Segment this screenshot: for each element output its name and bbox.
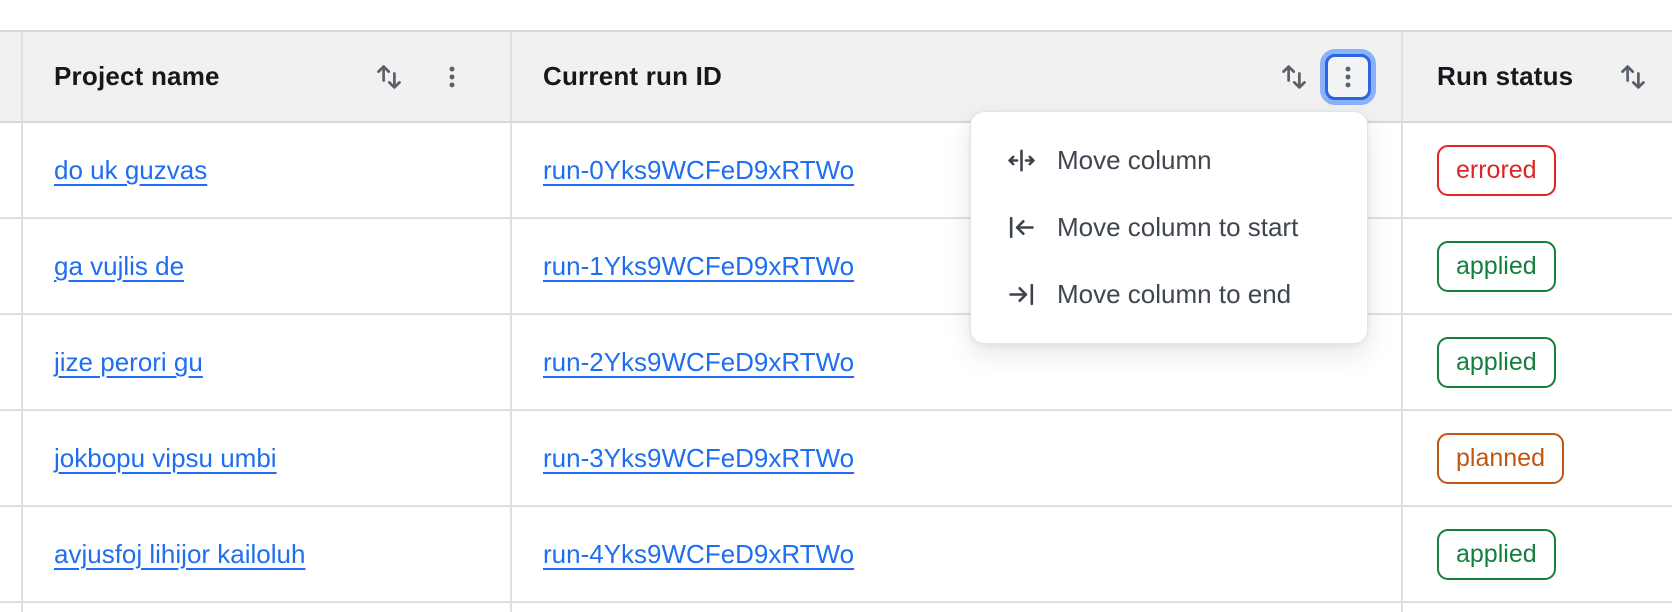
gutter-cell <box>0 315 23 411</box>
table-row: avjusfoj lihijor kailoluh <box>23 507 512 603</box>
menu-item-label: Move column to start <box>1057 212 1299 242</box>
gutter-cell <box>0 603 23 612</box>
table-row: applied <box>1403 315 1672 411</box>
gutter-cell <box>0 411 23 507</box>
table-row: applied <box>1403 507 1672 603</box>
status-badge: errored <box>1437 144 1556 196</box>
project-link[interactable]: ga vujlis de <box>54 250 185 281</box>
table-row: do uk guzvas <box>23 123 512 219</box>
table-row: applied <box>1403 219 1672 315</box>
move-column-icon <box>1006 145 1037 176</box>
run-id-link[interactable]: run-3Yks9WCFeD9xRTWo <box>543 442 855 473</box>
column-menu-button-active[interactable] <box>1325 53 1371 100</box>
move-column-to-end-icon <box>1006 279 1037 310</box>
status-badge: applied <box>1437 336 1556 388</box>
menu-item-label: Move column to end <box>1057 279 1292 309</box>
column-header-label: Run status <box>1437 61 1574 91</box>
status-badge: applied <box>1437 528 1556 580</box>
run-id-link[interactable]: run-0Yks9WCFeD9xRTWo <box>543 154 855 185</box>
table-row: run-3Yks9WCFeD9xRTWo <box>512 411 1403 507</box>
project-link[interactable]: jokbopu vipsu umbi <box>54 442 277 473</box>
gutter-header-cell <box>0 32 23 123</box>
table-row: errored <box>1403 123 1672 219</box>
column-header-project-name: Project name <box>23 32 512 123</box>
status-badge: applied <box>1437 240 1556 292</box>
column-menu-button[interactable] <box>430 55 474 99</box>
gutter-cell <box>0 507 23 603</box>
column-options-menu: Move column Move column to start Move co… <box>970 111 1368 344</box>
run-id-link[interactable]: run-2Yks9WCFeD9xRTWo <box>543 346 855 377</box>
project-link[interactable]: avjusfoj lihijor kailoluh <box>54 538 306 569</box>
gutter-cell <box>0 123 23 219</box>
menu-item-move-column-to-end[interactable]: Move column to end <box>971 261 1367 328</box>
table-row-partial <box>23 603 512 612</box>
column-header-current-run-id: Current run ID <box>512 32 1403 123</box>
table-row-partial <box>512 603 1403 612</box>
column-header-label: Current run ID <box>543 61 723 91</box>
table-row: run-4Yks9WCFeD9xRTWo <box>512 507 1403 603</box>
table-row: planned <box>1403 411 1672 507</box>
sort-arrows-icon[interactable] <box>1616 60 1650 94</box>
run-id-link[interactable]: run-1Yks9WCFeD9xRTWo <box>543 250 855 281</box>
project-link[interactable]: do uk guzvas <box>54 154 208 185</box>
project-link[interactable]: jize perori gu <box>54 346 203 377</box>
sort-arrows-icon[interactable] <box>372 60 406 94</box>
menu-item-move-column[interactable]: Move column <box>971 127 1367 194</box>
projects-table: Project name Current run ID Run status <box>0 30 1672 612</box>
table-row-partial <box>1403 603 1672 612</box>
sort-arrows-icon[interactable] <box>1277 60 1311 94</box>
column-header-run-status: Run status <box>1403 32 1672 123</box>
column-header-label: Project name <box>54 61 220 91</box>
table-row: jize perori gu <box>23 315 512 411</box>
table-row: jokbopu vipsu umbi <box>23 411 512 507</box>
run-id-link[interactable]: run-4Yks9WCFeD9xRTWo <box>543 538 855 569</box>
menu-item-label: Move column <box>1057 145 1212 175</box>
menu-item-move-column-to-start[interactable]: Move column to start <box>971 194 1367 261</box>
move-column-to-start-icon <box>1006 212 1037 243</box>
gutter-cell <box>0 219 23 315</box>
table-row: ga vujlis de <box>23 219 512 315</box>
status-badge: planned <box>1437 432 1564 484</box>
